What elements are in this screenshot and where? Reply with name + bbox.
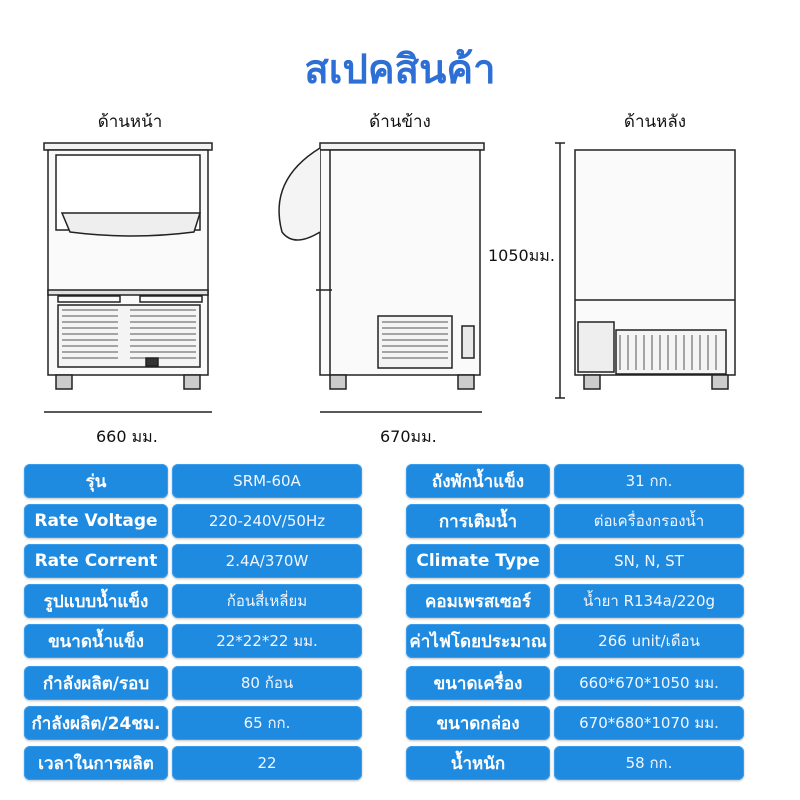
- spec-label: Climate Type: [406, 544, 550, 578]
- spec-label: กำลังผลิต/รอบ: [24, 666, 168, 700]
- page-title: สเปคสินค้า: [304, 47, 496, 93]
- spec-value: 22: [172, 746, 362, 780]
- spec-value: 80 ก้อน: [172, 666, 362, 700]
- spec-label: ค่าไฟโดยประมาณ: [406, 624, 550, 658]
- spec-value: 22*22*22 มม.: [172, 624, 362, 658]
- spec-value: 670*680*1070 มม.: [554, 706, 744, 740]
- spec-row: Climate Type SN, N, ST: [406, 544, 744, 578]
- spec-row: กำลังผลิต/รอบ 80 ก้อน: [24, 666, 362, 700]
- spec-row: เวลาในการผลิต 22: [24, 746, 362, 780]
- spec-value: 660*670*1050 มม.: [554, 666, 744, 700]
- spec-label: ถังพักน้ำแข็ง: [406, 464, 550, 498]
- spec-label: ขนาดเครื่อง: [406, 666, 550, 700]
- height-dimension: 1050มม.: [488, 246, 555, 265]
- spec-value: น้ำยา R134a/220g: [554, 584, 744, 618]
- spec-row: Rate Voltage 220-240V/50Hz: [24, 504, 362, 538]
- spec-row: รุ่น SRM-60A: [24, 464, 362, 498]
- spec-label: คอมเพรสเซอร์: [406, 584, 550, 618]
- spec-label: รูปแบบน้ำแข็ง: [24, 584, 168, 618]
- spec-value: 220-240V/50Hz: [172, 504, 362, 538]
- side-view-label: ด้านข้าง: [369, 112, 431, 132]
- spec-label: การเติมน้ำ: [406, 504, 550, 538]
- spec-label: กำลังผลิต/24ชม.: [24, 706, 168, 740]
- spec-row: การเติมน้ำ ต่อเครื่องกรองน้ำ: [406, 504, 744, 538]
- spec-value: 58 กก.: [554, 746, 744, 780]
- spec-row: ถังพักน้ำแข็ง 31 กก.: [406, 464, 744, 498]
- spec-label: ขนาดกล่อง: [406, 706, 550, 740]
- spec-label: Rate Corrent: [24, 544, 168, 578]
- spec-label: เวลาในการผลิต: [24, 746, 168, 780]
- spec-row: ขนาดกล่อง 670*680*1070 มม.: [406, 706, 744, 740]
- spec-value: 266 unit/เดือน: [554, 624, 744, 658]
- spec-label: ขนาดน้ำแข็ง: [24, 624, 168, 658]
- back-view-label: ด้านหลัง: [623, 112, 687, 132]
- spec-value: SN, N, ST: [554, 544, 744, 578]
- spec-value: ต่อเครื่องกรองน้ำ: [554, 504, 744, 538]
- product-drawings: [43, 142, 736, 413]
- spec-row: รูปแบบน้ำแข็ง ก้อนสี่เหลี่ยม: [24, 584, 362, 618]
- spec-row: ขนาดน้ำแข็ง 22*22*22 มม.: [24, 624, 362, 658]
- front-view-drawing: [43, 142, 213, 413]
- spec-label: น้ำหนัก: [406, 746, 550, 780]
- depth-dimension: 670มม.: [380, 427, 437, 446]
- back-view-drawing: [555, 142, 736, 399]
- spec-row: น้ำหนัก 58 กก.: [406, 746, 744, 780]
- side-view-drawing: [278, 142, 485, 413]
- spec-value: 31 กก.: [554, 464, 744, 498]
- spec-label: Rate Voltage: [24, 504, 168, 538]
- spec-value: ก้อนสี่เหลี่ยม: [172, 584, 362, 618]
- spec-row: คอมเพรสเซอร์ น้ำยา R134a/220g: [406, 584, 744, 618]
- spec-row: Rate Corrent 2.4A/370W: [24, 544, 362, 578]
- spec-value: 2.4A/370W: [172, 544, 362, 578]
- width-dimension: 660 มม.: [96, 427, 158, 446]
- spec-value: 65 กก.: [172, 706, 362, 740]
- spec-row: ค่าไฟโดยประมาณ 266 unit/เดือน: [406, 624, 744, 658]
- spec-label: รุ่น: [24, 464, 168, 498]
- spec-row: ขนาดเครื่อง 660*670*1050 มม.: [406, 666, 744, 700]
- spec-row: กำลังผลิต/24ชม. 65 กก.: [24, 706, 362, 740]
- front-view-label: ด้านหน้า: [97, 112, 163, 132]
- spec-value: SRM-60A: [172, 464, 362, 498]
